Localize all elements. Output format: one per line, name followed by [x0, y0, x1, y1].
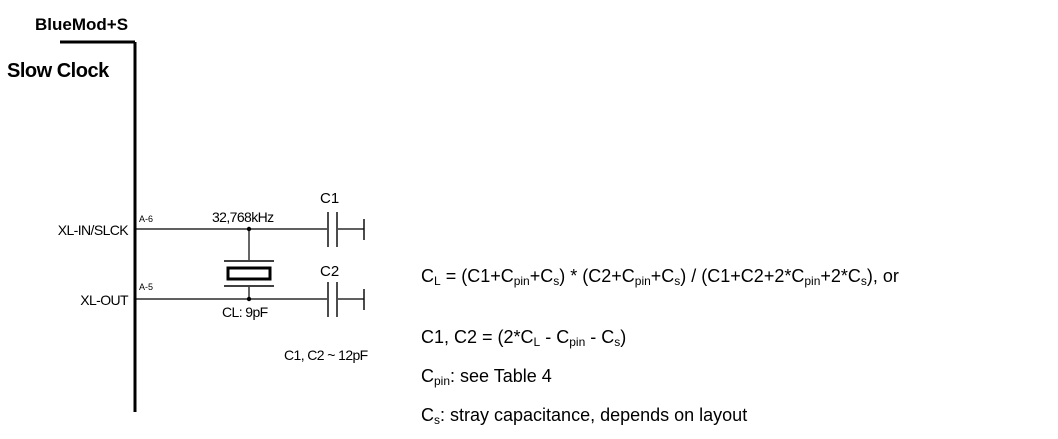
crystal-body: [226, 266, 272, 281]
pin-name-xl-out: XL-OUT: [80, 292, 129, 308]
capacitor-range: C1, C2 ~ 12pF: [284, 347, 368, 363]
section-title: Slow Clock: [7, 60, 110, 82]
formula-cl-text: +2*C: [820, 266, 861, 286]
formula-c1-c2: C1, C2 = (2*CL - Cpin - Cs): [421, 327, 626, 349]
formula-cl-text: ), or: [866, 266, 899, 286]
formula-cl-subscript: pin: [634, 274, 651, 288]
formula-cl-text: ) * (C2+C: [559, 266, 635, 286]
formula-cl-subscript: pin: [804, 274, 821, 288]
formula-cl-text: ) / (C1+C2+2*C: [680, 266, 805, 286]
formula-cl-text: +C: [529, 266, 554, 286]
formula-cs-text: C: [421, 405, 434, 425]
formula-c1-c2-subscript: pin: [569, 335, 586, 349]
formula-cs: Cs: stray capacitance, depends on layout: [421, 405, 747, 427]
c2-label: C2: [320, 263, 339, 280]
formula-cpin-text: C: [421, 366, 434, 386]
crystal-load: CL: 9pF: [222, 304, 268, 320]
formula-c1-c2-subscript: s: [614, 335, 621, 349]
formula-cl-text: = (C1+C: [440, 266, 514, 286]
formula-cpin: Cpin: see Table 4: [421, 366, 552, 388]
formula-cl-text: C: [421, 266, 434, 286]
formula-c1-c2-subscript: L: [533, 335, 541, 349]
formula-cl-subscript: s: [860, 274, 867, 288]
pin-number-a6: A-6: [139, 214, 153, 224]
formula-cs-text: : stray capacitance, depends on layout: [440, 405, 748, 425]
formula-cl-subscript: s: [553, 274, 560, 288]
junction-dot-bottom: [246, 296, 252, 302]
formula-cl-subscript: pin: [513, 274, 530, 288]
formula-cl-subscript: s: [674, 274, 681, 288]
formula-cs-subscript: s: [434, 413, 440, 427]
c1-label: C1: [320, 190, 339, 207]
formula-c1-c2-text: - C: [585, 327, 615, 347]
formula-cl-text: +C: [650, 266, 675, 286]
formula-cl-subscript: L: [434, 274, 441, 288]
pin-name-xl-in: XL-IN/SLCK: [58, 222, 130, 238]
pin-number-a5: A-5: [139, 282, 153, 292]
crystal-frequency: 32,768kHz: [212, 209, 274, 225]
formula-c1-c2-text: - C: [540, 327, 570, 347]
module-title: BlueMod+S: [35, 15, 128, 34]
formula-cl: CL = (C1+Cpin+Cs) * (C2+Cpin+Cs) / (C1+C…: [421, 266, 899, 288]
junction-dot-top: [246, 226, 252, 232]
formula-c1-c2-text: C1, C2 = (2*C: [421, 327, 534, 347]
formula-cpin-text: : see Table 4: [450, 366, 552, 386]
formula-cpin-subscript: pin: [434, 374, 451, 388]
formula-c1-c2-text: ): [620, 327, 627, 347]
